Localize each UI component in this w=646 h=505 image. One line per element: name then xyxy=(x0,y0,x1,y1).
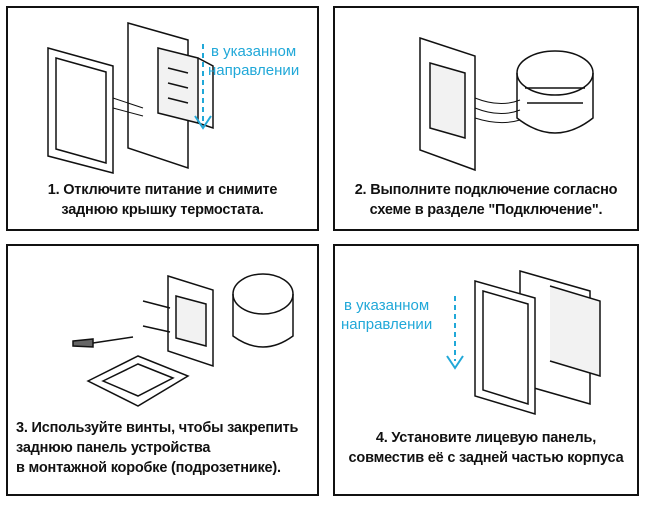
step-3-caption: 3. Используйте винты, чтобы закрепить за… xyxy=(16,420,299,476)
mounting-box xyxy=(516,50,594,134)
step-2-panel: 2. Выполните подключение согласно схеме … xyxy=(333,6,639,231)
step-3-illustration xyxy=(72,273,294,407)
step-2-caption: 2. Выполните подключение согласно схеме … xyxy=(354,182,618,218)
step-4-panel: в указанном направлении 4. Установите ли… xyxy=(333,244,639,496)
mounting-box xyxy=(232,273,294,348)
mounting-box xyxy=(549,285,601,378)
thermostat-front xyxy=(47,47,114,174)
step-1-panel: в указанном направлении 1. Отключите пит… xyxy=(6,6,319,231)
step-1-illustration xyxy=(47,22,214,174)
thermostat-front xyxy=(474,280,536,416)
direction-hint: в указанном направлении xyxy=(341,297,433,333)
step-3-panel: 3. Используйте винты, чтобы закрепить за… xyxy=(6,244,319,496)
direction-hint: в указанном направлении xyxy=(208,43,300,79)
step-4-caption: 4. Установите лицевую панель, совместив … xyxy=(348,430,624,466)
step-2-illustration xyxy=(419,36,594,172)
thermostat-back-cover xyxy=(86,355,190,407)
screwdriver-icon xyxy=(72,336,134,348)
step-1-caption: 1. Отключите питание и снимите заднюю кр… xyxy=(47,182,278,218)
arrow-down-icon xyxy=(194,44,212,130)
arrow-down-icon xyxy=(446,296,464,370)
step-4-illustration xyxy=(474,270,601,416)
screws xyxy=(142,300,171,333)
